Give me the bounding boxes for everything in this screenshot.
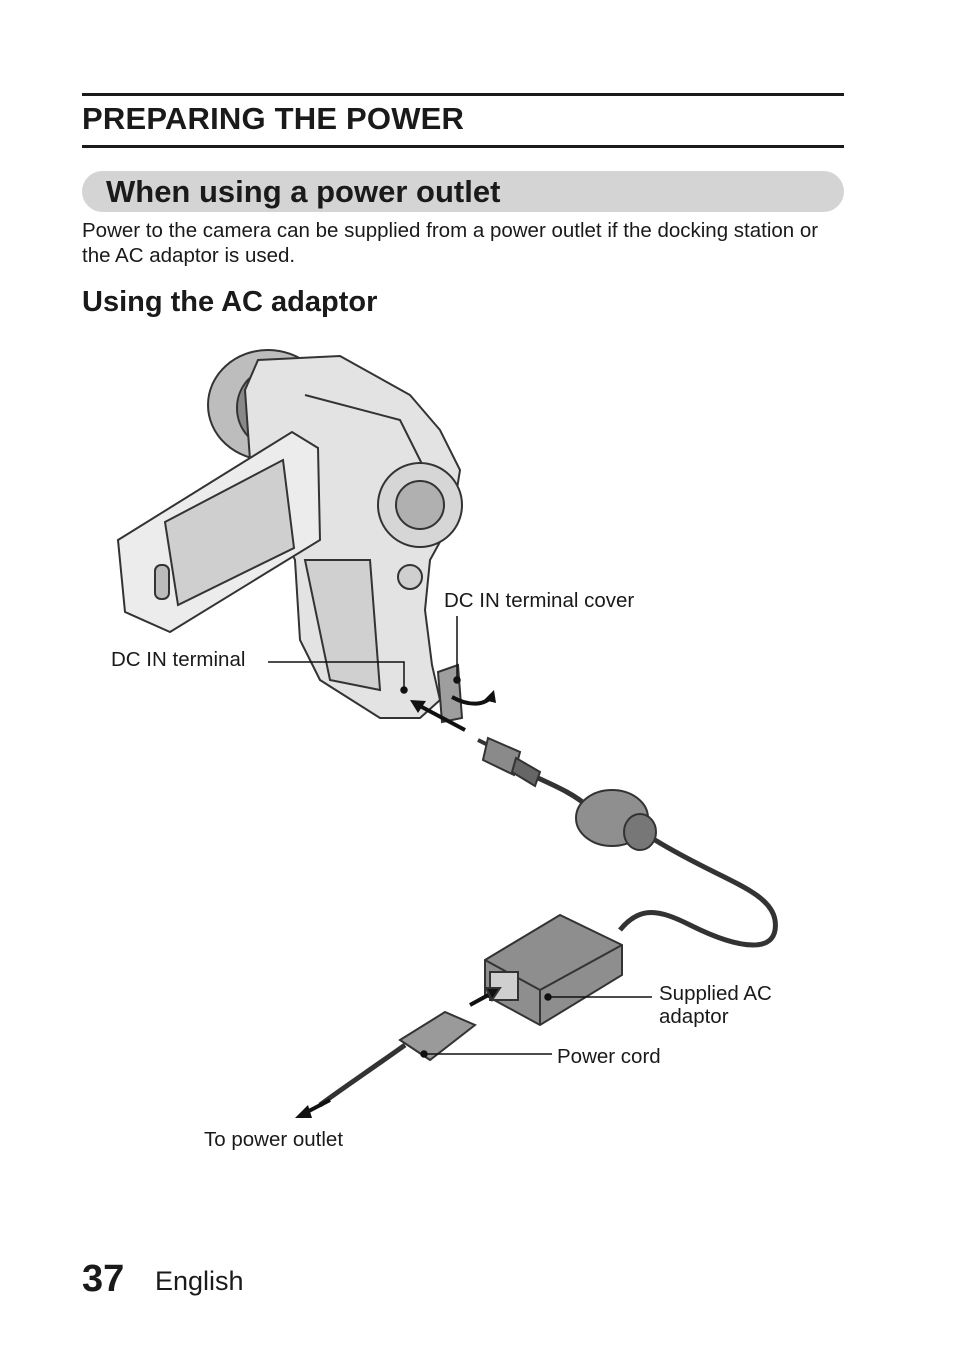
- label-dc-in-terminal-cover: DC IN terminal cover: [444, 589, 635, 612]
- intro-paragraph: Power to the camera can be supplied from…: [82, 219, 819, 267]
- insert-arrow: [410, 700, 466, 732]
- top-rule: [82, 93, 844, 96]
- label-to-power-outlet: To power outlet: [204, 1128, 344, 1151]
- section-title: PREPARING THE POWER: [82, 101, 465, 136]
- camera-illustration: [116, 349, 496, 724]
- ac-adaptor-diagram: [116, 349, 778, 1118]
- label-dc-in-terminal: DC IN terminal: [111, 648, 246, 671]
- bottom-rule: [82, 145, 844, 148]
- label-power-cord: Power cord: [557, 1045, 661, 1068]
- ac-adaptor-illustration: [484, 913, 623, 1027]
- sub-heading: Using the AC adaptor: [82, 286, 378, 318]
- outlet-arrow: [295, 1098, 331, 1118]
- subsection-bar: [82, 171, 844, 212]
- page-number: 37: [82, 1258, 125, 1300]
- label-supplied-ac-adaptor-line2: adaptor: [659, 1005, 729, 1028]
- page-language: English: [155, 1266, 244, 1296]
- subsection-title: When using a power outlet: [106, 174, 501, 209]
- leader-lines: [268, 616, 652, 1058]
- label-supplied-ac-adaptor-line1: Supplied AC: [659, 982, 772, 1005]
- dc-plug-illustration: [477, 736, 778, 948]
- power-cord-illustration: [318, 987, 502, 1108]
